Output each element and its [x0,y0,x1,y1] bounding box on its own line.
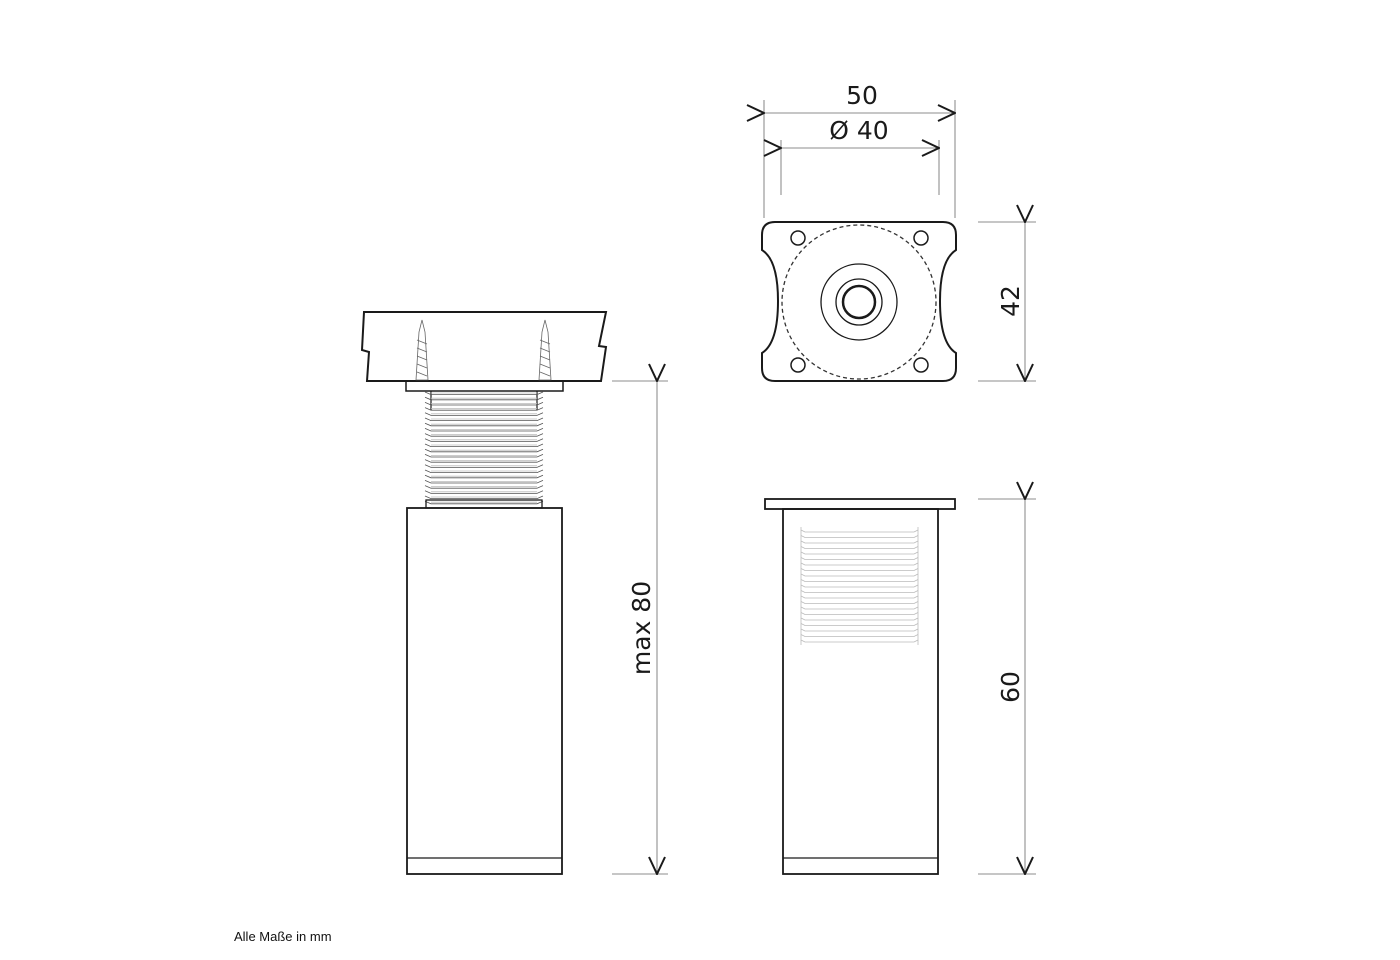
leg-body [406,507,563,875]
leg-body-right [782,508,939,875]
dimension-width-total: 50 [764,81,955,218]
dimension-depth: 42 [978,222,1036,381]
screw-right [538,319,552,381]
screw-hole-bottom-right [913,357,929,373]
dimension-height-max: max 80 [612,381,668,874]
units-footnote: Alle Maße in mm [234,929,332,944]
screw-hole-bottom-left [790,357,806,373]
top-view: 50 Ø 40 42 [761,81,1036,382]
threaded-rod [424,391,544,505]
screw-hole-top-left [790,230,806,246]
dimension-height-leg-label: 60 [996,671,1025,703]
dimension-depth-label: 42 [996,285,1025,317]
screw-hole-top-right [913,230,929,246]
dimension-height-max-label: max 80 [627,581,656,675]
side-view-leg: 60 [764,498,1036,875]
side-view-extended: max 80 [360,311,668,875]
dimension-height-leg: 60 [978,499,1036,874]
wooden-board [360,311,608,382]
dimension-diameter: Ø 40 [781,116,939,195]
screw-left [415,319,429,381]
leg-diameter-dashed-circle [781,224,937,380]
hub-inner-circle [841,284,877,320]
hub-ring-circle [835,278,883,326]
leg-flange [764,498,956,510]
top-view-plate-outline [761,221,957,382]
dimension-width-total-label: 50 [846,81,878,110]
dimension-diameter-label: Ø 40 [829,116,888,145]
internal-thread [800,527,919,645]
hub-outer-circle [820,263,898,341]
mounting-plate [405,380,564,392]
